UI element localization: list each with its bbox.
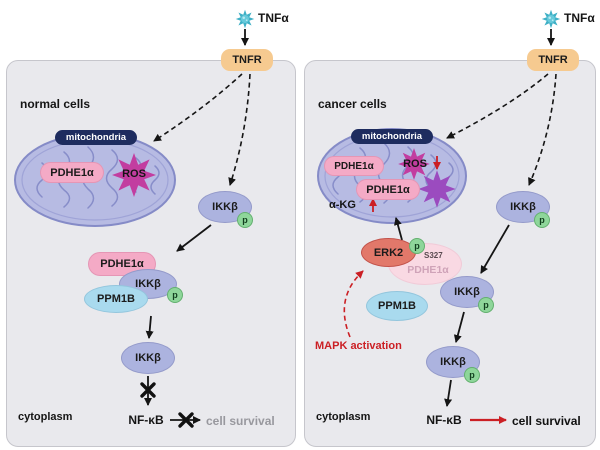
arrow-tnfr-to-ikkb-dashed [228, 73, 251, 186]
ros-label: ROS [403, 158, 427, 170]
arrow-tnfr-to-mito-dashed [153, 73, 243, 142]
nfkb-label: NF-κB [128, 413, 164, 427]
ros-label: ROS [122, 168, 146, 180]
nfkb-label: NF-κB [426, 413, 462, 427]
mapk-activation-label: MAPK activation [315, 340, 402, 352]
tnfa-label: TNFα [564, 11, 595, 25]
phospho-badge: p [167, 287, 183, 303]
arrow-mapk-to-erk-dashed-red [343, 270, 364, 338]
tnfa-ligand-icon [235, 9, 255, 29]
panel-title-normal: normal cells [20, 97, 91, 111]
panel-title-cancer: cancer cells [318, 97, 387, 111]
cytoplasm-label: cytoplasm [18, 411, 73, 423]
activation-burst-icon [418, 170, 456, 208]
arrow-tnfr-to-ikkb-dashed [528, 73, 557, 186]
cell-survival-label-inactive: cell survival [206, 414, 275, 428]
arrow-ikkb-top-to-mid [480, 224, 510, 274]
phospho-badge: p [534, 212, 550, 228]
pdhe1a-mito-cancer-active: PDHE1α [356, 179, 420, 200]
ikkb-bottom-normal: IKKβ [121, 342, 175, 374]
mitochondria-tag: mitochondria [351, 129, 433, 144]
cell-survival-label-active: cell survival [512, 414, 581, 428]
pdhe1a-mito-cancer-top: PDHE1α [324, 156, 384, 176]
ikkb-bottom-cancer: IKKβ [426, 346, 480, 378]
inhibition-x-icon [140, 382, 156, 398]
phospho-badge: p [464, 367, 480, 383]
tnfr-receptor: TNFR [527, 49, 579, 71]
tnfr-receptor: TNFR [221, 49, 273, 71]
ikkb-top-normal: IKKβ [198, 191, 252, 223]
akg-label: α-KG [329, 199, 356, 211]
s327-site-label: S327 [424, 251, 443, 260]
arrow-tnfr-to-mito-dashed [446, 73, 549, 139]
inhibition-x-icon [178, 412, 194, 428]
tnfa-ligand-icon [541, 9, 561, 29]
arrow-erk-to-mito [393, 217, 403, 241]
arrow-ikkb-mid-to-bottom [453, 311, 465, 343]
pdhe1a-faded-label: PDHE1α [407, 264, 449, 276]
arrow-ikkb-to-nfkb [444, 379, 453, 407]
mitochondria-tag: mitochondria [55, 130, 137, 145]
ppm1b-free: PPM1B [366, 291, 428, 321]
pdhe1a-mito-normal: PDHE1α [40, 162, 104, 183]
erk2-kinase: ERK2 [361, 238, 416, 267]
cytoplasm-label: cytoplasm [316, 411, 371, 423]
phospho-badge: p [478, 297, 494, 313]
arrow-ikkb-to-complex [176, 224, 212, 252]
phospho-badge: p [237, 212, 253, 228]
ppm1b-complex: PPM1B [84, 285, 148, 313]
phospho-badge: p [409, 238, 425, 254]
tnfa-label: TNFα [258, 11, 289, 25]
arrow-complex-to-ikkb [145, 315, 154, 339]
